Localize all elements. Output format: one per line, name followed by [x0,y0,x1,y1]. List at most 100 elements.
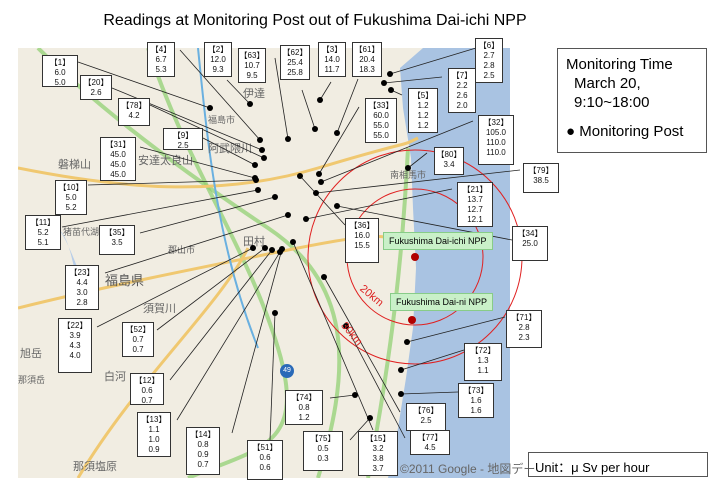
monitoring-post-dot-14[interactable] [279,246,285,252]
monitoring-post-dot-5[interactable] [388,87,394,93]
leader-line-51 [269,312,276,441]
legend-heading: Monitoring Time [566,56,673,73]
map-copyright: ©2011 Google - 地図デー [400,462,536,476]
post-id: 【33】 [368,101,394,110]
monitoring-post-dot-71[interactable] [404,339,410,345]
monitoring-post-dot-76[interactable] [321,274,327,280]
post-id: 【61】 [354,45,380,54]
post-reading: 12.0 [210,55,226,64]
post-id: 【73】 [463,386,489,395]
leader-line-62 [301,89,316,130]
post-id: 【6】 [478,41,500,50]
post-id: 【12】 [134,376,160,385]
post-box-35: 【35】3.5 [99,225,135,255]
post-reading: 2.7 [483,51,495,60]
post-reading: 5.2 [65,203,77,212]
monitoring-post-dot-15[interactable] [290,239,296,245]
post-id: 【3】 [321,45,343,54]
post-reading: 6.0 [54,68,66,77]
monitoring-post-dot-72[interactable] [398,367,404,373]
post-id: 【14】 [190,430,216,439]
unit-label: Unit：μ Sv per hour [528,452,708,477]
leader-line-7 [383,76,443,84]
post-id: 【74】 [291,393,317,402]
leader-line-73 [400,391,459,395]
leader-line-75 [349,417,371,441]
monitoring-post-dot-36[interactable] [297,173,303,179]
monitoring-post-dot-77[interactable] [343,323,349,329]
monitoring-post-dot-34[interactable] [334,203,340,209]
post-reading: 0.5 [317,444,329,453]
post-id: 【7】 [451,71,473,80]
monitoring-post-dot-12[interactable] [269,247,275,253]
post-box-34: 【34】25.0 [512,226,548,261]
monitoring-post-dot-21[interactable] [303,216,309,222]
post-reading: 1.0 [148,435,160,444]
monitoring-post-dot-33[interactable] [316,171,322,177]
monitoring-post-dot-80[interactable] [405,165,411,171]
monitoring-post-dot-62[interactable] [312,126,318,132]
monitoring-post-dot-7[interactable] [381,80,387,86]
post-id: 【71】 [511,313,537,322]
post-id: 【10】 [58,183,84,192]
post-reading: 110.0 [486,138,506,147]
monitoring-post-dot-3[interactable] [317,97,323,103]
map-label-minamisoma: 南相馬市 [390,170,427,180]
post-reading: 2.5 [420,416,432,425]
monitoring-post-dot-6[interactable] [387,71,393,77]
post-box-77: 【77】4.5 [410,430,450,455]
post-id: 【4】 [150,45,172,54]
monitoring-post-dot-1[interactable] [207,105,213,111]
monitoring-post-dot-20[interactable] [259,147,265,153]
monitoring-post-dot-22[interactable] [250,245,256,251]
post-reading: 5.0 [65,193,77,202]
monitoring-post-dot-9[interactable] [252,162,258,168]
post-reading: 6.7 [155,55,167,64]
monitoring-post-dot-75[interactable] [367,415,373,421]
legend-date: March 20, [574,75,641,92]
monitoring-post-dot-79[interactable] [313,190,319,196]
monitoring-post-dot-74[interactable] [352,392,358,398]
post-reading: 3.9 [69,331,81,340]
monitoring-post-dot-2[interactable] [247,101,253,107]
leader-line-76 [323,276,401,413]
leader-line-21 [305,188,453,220]
post-reading: 1.1 [148,425,160,434]
monitoring-post-dot-78[interactable] [261,155,267,161]
leader-line-14 [231,248,283,434]
monitoring-post-dot-51[interactable] [272,310,278,316]
leader-line-12 [169,249,273,381]
leader-line-3 [319,81,332,101]
leader-line-33 [318,106,360,175]
monitoring-post-dot-73[interactable] [398,391,404,397]
monitoring-post-dot-4[interactable] [257,137,263,143]
post-id: 【2】 [207,45,229,54]
monitoring-post-dot-23[interactable] [285,212,291,218]
monitoring-post-dot-32[interactable] [318,179,324,185]
monitoring-post-dot-10[interactable] [253,177,259,183]
monitoring-post-dot-61[interactable] [334,130,340,136]
post-box-78: 【78】4.2 [118,98,150,126]
leader-line-1 [77,61,211,109]
post-id: 【76】 [413,406,439,415]
post-reading: 3.7 [372,464,384,473]
monitoring-post-dot-11[interactable] [255,187,261,193]
monitoring-post-dot-52[interactable] [262,245,268,251]
post-reading: 3.2 [372,444,384,453]
post-reading: 25.4 [287,58,303,67]
post-reading: 3.8 [372,454,384,463]
monitoring-post-dot-63[interactable] [285,136,291,142]
post-reading: 2.0 [456,101,468,110]
monitoring-post-dot-35[interactable] [272,194,278,200]
